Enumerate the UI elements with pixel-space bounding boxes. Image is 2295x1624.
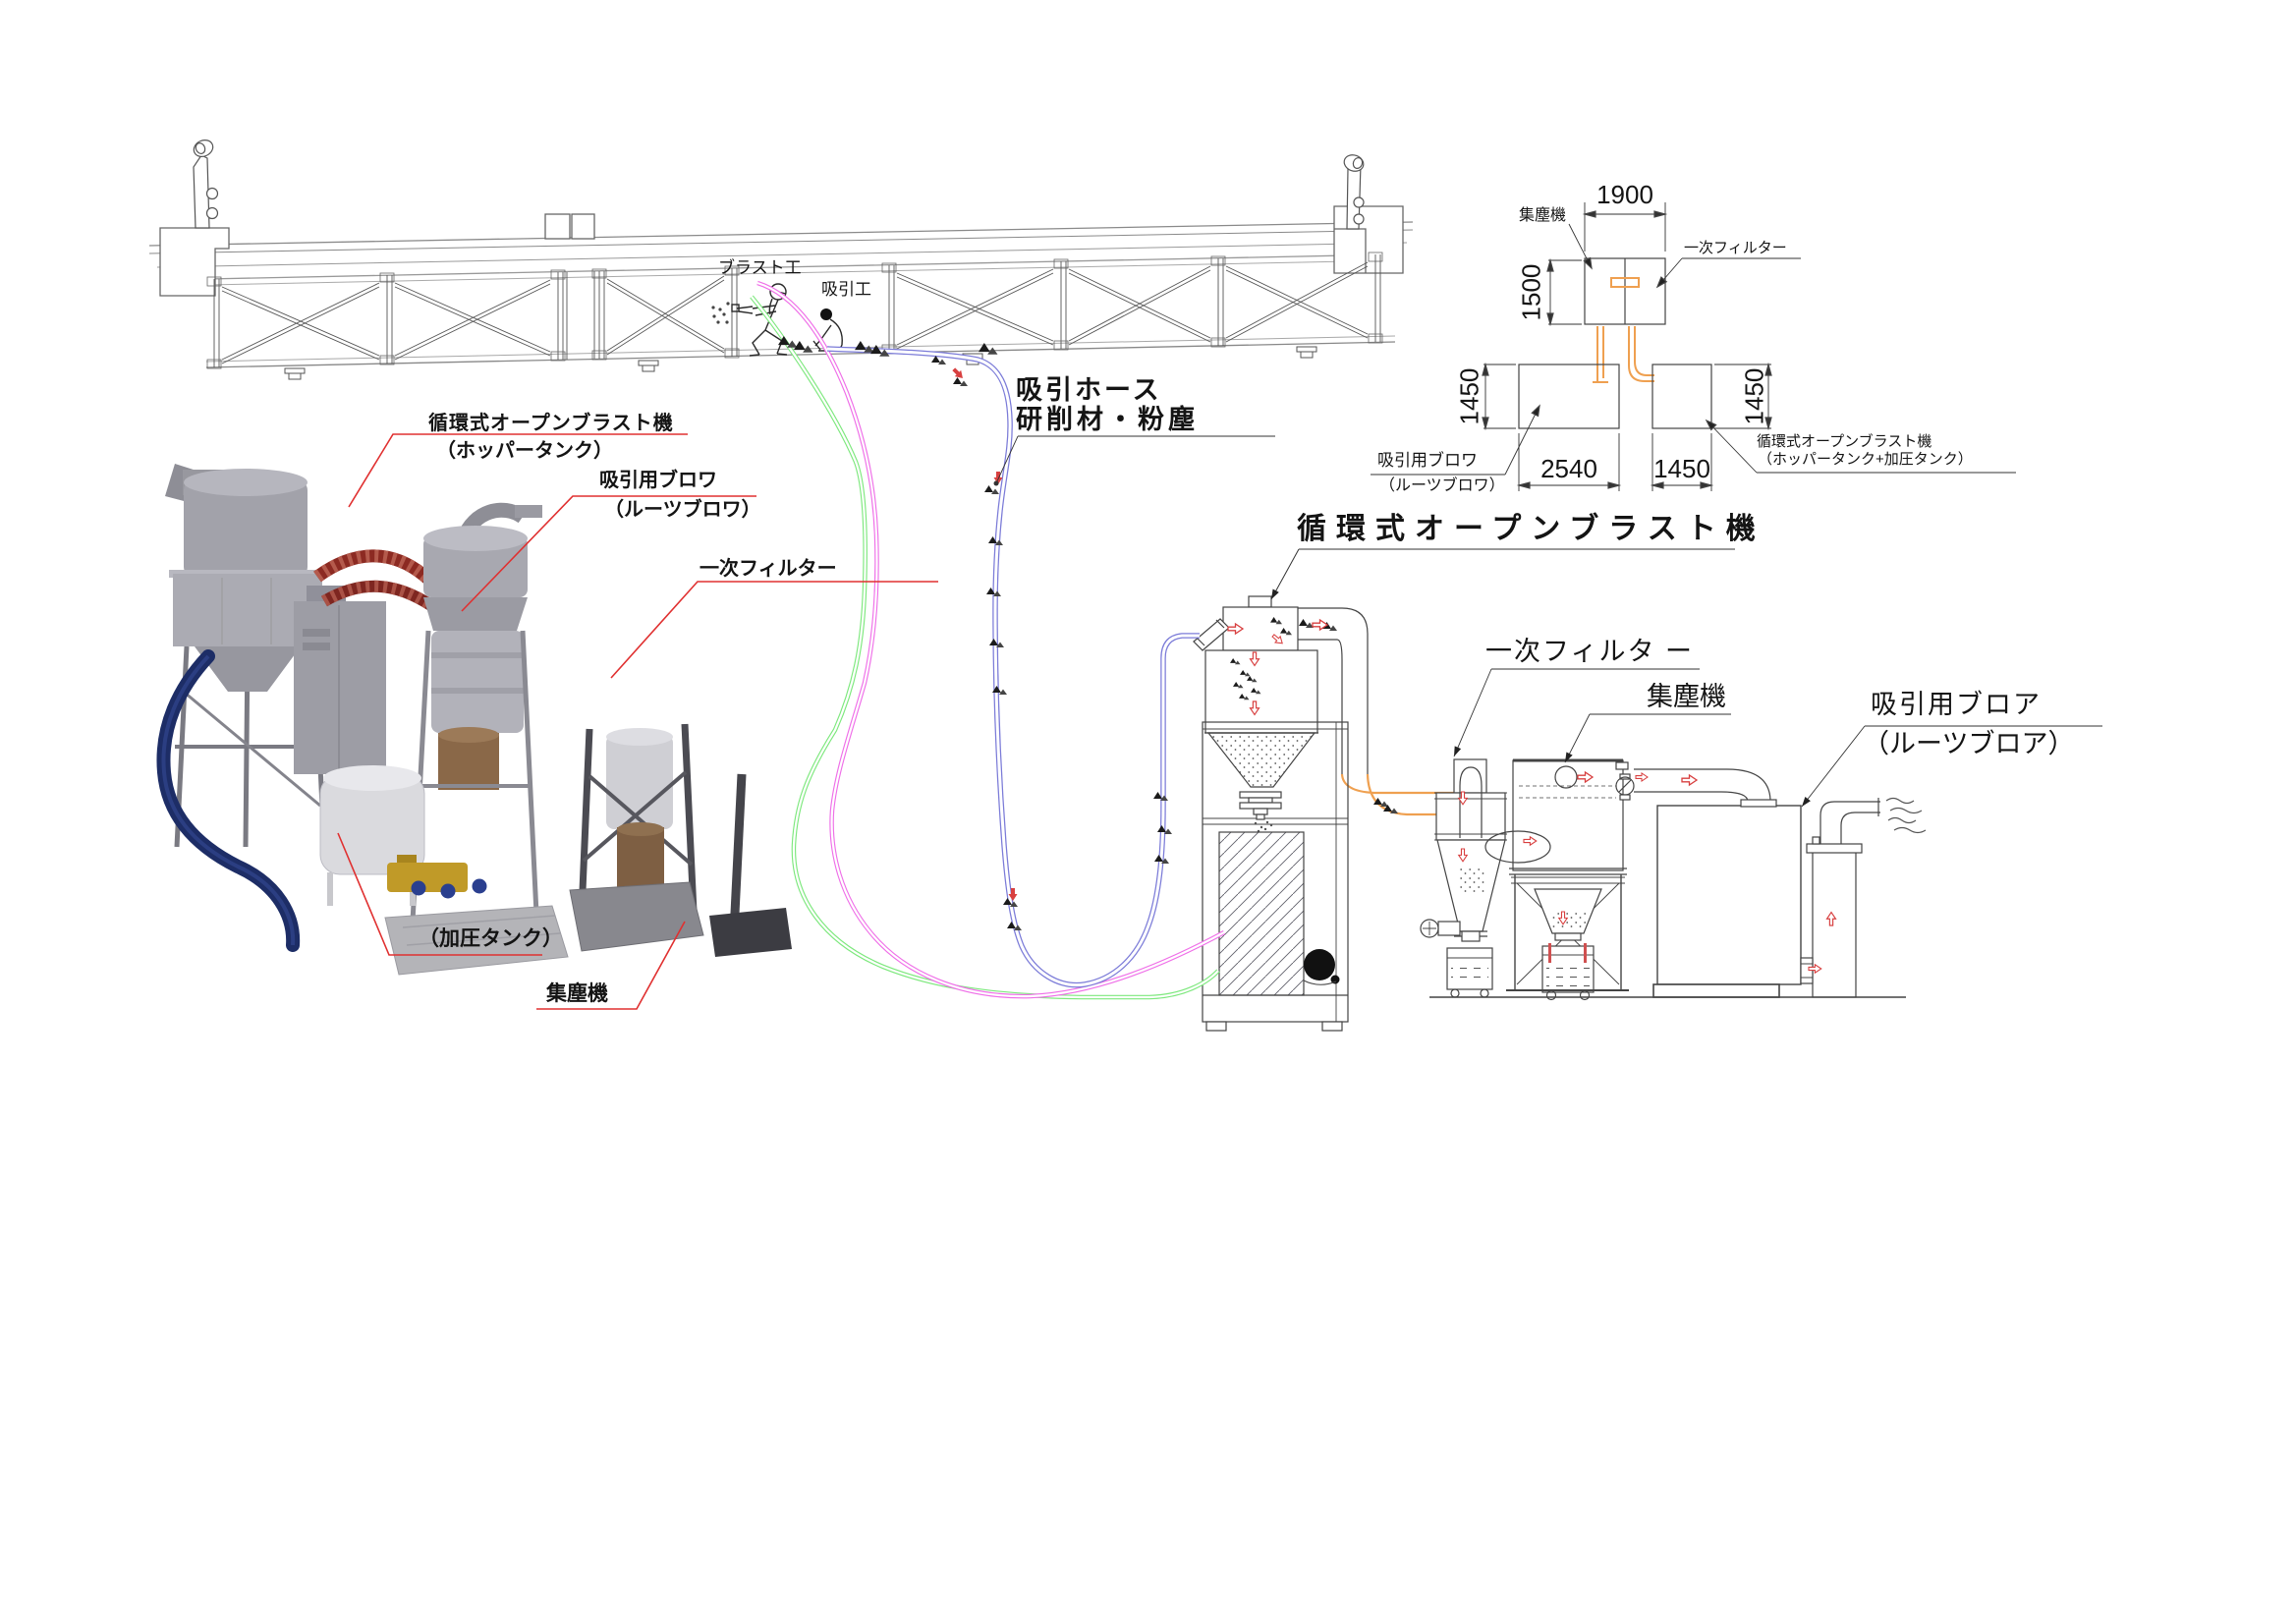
photo-leader-lines bbox=[337, 433, 938, 1010]
dim-value-1500: 1500 bbox=[1516, 263, 1546, 321]
photo-label-dust-collector: 集塵機 bbox=[546, 982, 608, 1005]
hopper-funnel bbox=[1206, 732, 1316, 788]
dim-value-1450-left: 1450 bbox=[1454, 367, 1484, 425]
dim-label-dust-collector: 集塵機 bbox=[1519, 207, 1567, 224]
blue-suction-hose bbox=[826, 346, 1200, 988]
dim-label-blast-machine-line2: （ホッパータンク+加圧タンク） bbox=[1758, 451, 1973, 468]
truss-diagonals bbox=[221, 261, 1369, 364]
dimension-drawing bbox=[1371, 202, 2016, 491]
light-pole-left bbox=[193, 140, 219, 229]
dim-label-primary-filter: 一次フィルター bbox=[1684, 240, 1787, 256]
truss-posts bbox=[213, 254, 1381, 367]
filter-collector-blower-schematic bbox=[1420, 758, 1927, 1001]
suction-worker-figure bbox=[812, 308, 843, 352]
dust-collector-schematic bbox=[1509, 758, 1777, 875]
exhaust-waves bbox=[1885, 797, 1927, 834]
blower-wheel bbox=[1304, 949, 1335, 980]
dim-value-1450-right: 1450 bbox=[1739, 367, 1769, 425]
magenta-pressure-hose bbox=[756, 280, 1226, 999]
photo-label-pressure-tank: （加圧タンク） bbox=[419, 927, 563, 950]
schematic-label-primary-filter: 一次フィルタ ー bbox=[1485, 637, 1694, 666]
blast-machine-schematic bbox=[1193, 595, 1474, 1032]
light-pole-right bbox=[1343, 154, 1365, 230]
equipment-photo bbox=[156, 464, 792, 976]
navy-hose bbox=[156, 649, 301, 952]
photo-label-blower-line1: 吸引用ブロワ bbox=[599, 470, 717, 491]
collector-stand bbox=[1511, 874, 1625, 1001]
photo-label-blast-machine-line1: 循環式オープンブラスト機 bbox=[428, 413, 674, 434]
photo-label-blower-line2: （ルーツブロワ） bbox=[604, 499, 761, 521]
dim-value-1450-bottom: 1450 bbox=[1653, 454, 1710, 483]
blast-machine-title: 循環式オープンブラスト機 bbox=[1297, 513, 1765, 545]
dim-label-blast-machine-line1: 循環式オープンブラスト機 bbox=[1757, 433, 1932, 450]
hoses bbox=[750, 280, 1226, 1000]
schematic-label-blower-line1: 吸引用ブロア bbox=[1871, 690, 2042, 719]
dim-leaders bbox=[1371, 223, 2016, 476]
workers bbox=[711, 283, 843, 357]
dim-label-blower-line1: 吸引用ブロワ bbox=[1377, 451, 1478, 470]
bridge-drawing bbox=[148, 140, 1414, 380]
filter-collector-duct bbox=[1484, 830, 1551, 864]
photo-label-blast-machine-line2: （ホッパータンク） bbox=[436, 440, 613, 462]
suction-hose-callout-line2: 研削材・粉塵 bbox=[1016, 405, 1199, 434]
dim-label-blower-line2: （ルーツブロワ） bbox=[1379, 477, 1505, 494]
suction-hose-callout-line1: 吸引ホース bbox=[1016, 375, 1162, 405]
primary-filter-tower bbox=[1420, 758, 1507, 998]
spray-dots bbox=[711, 302, 730, 324]
pressure-tank-hatched bbox=[1218, 831, 1305, 996]
bridge-bearings bbox=[284, 346, 1317, 380]
schematic-label-blower-line2: （ルーツブロア） bbox=[1863, 729, 2075, 758]
photo-dust-collector-unit bbox=[569, 723, 792, 957]
dim-orange-pipes bbox=[1593, 326, 1654, 383]
truss-gussets bbox=[206, 252, 1383, 369]
orange-pipe bbox=[1366, 773, 1474, 816]
photo-label-primary-filter: 一次フィルター bbox=[700, 558, 837, 580]
dim-value-2540: 2540 bbox=[1540, 454, 1597, 483]
suction-worker-label: 吸引工 bbox=[821, 280, 871, 299]
schematic-label-dust-collector: 集塵機 bbox=[1647, 682, 1726, 711]
blast-worker-figure bbox=[711, 283, 788, 357]
falling-abrasive-dots bbox=[1254, 820, 1273, 833]
callout-leaders bbox=[993, 435, 2102, 808]
dim-value-1900: 1900 bbox=[1596, 180, 1653, 209]
blower-housing bbox=[1656, 805, 1802, 985]
blast-worker-label: ブラスト工 bbox=[718, 258, 802, 277]
